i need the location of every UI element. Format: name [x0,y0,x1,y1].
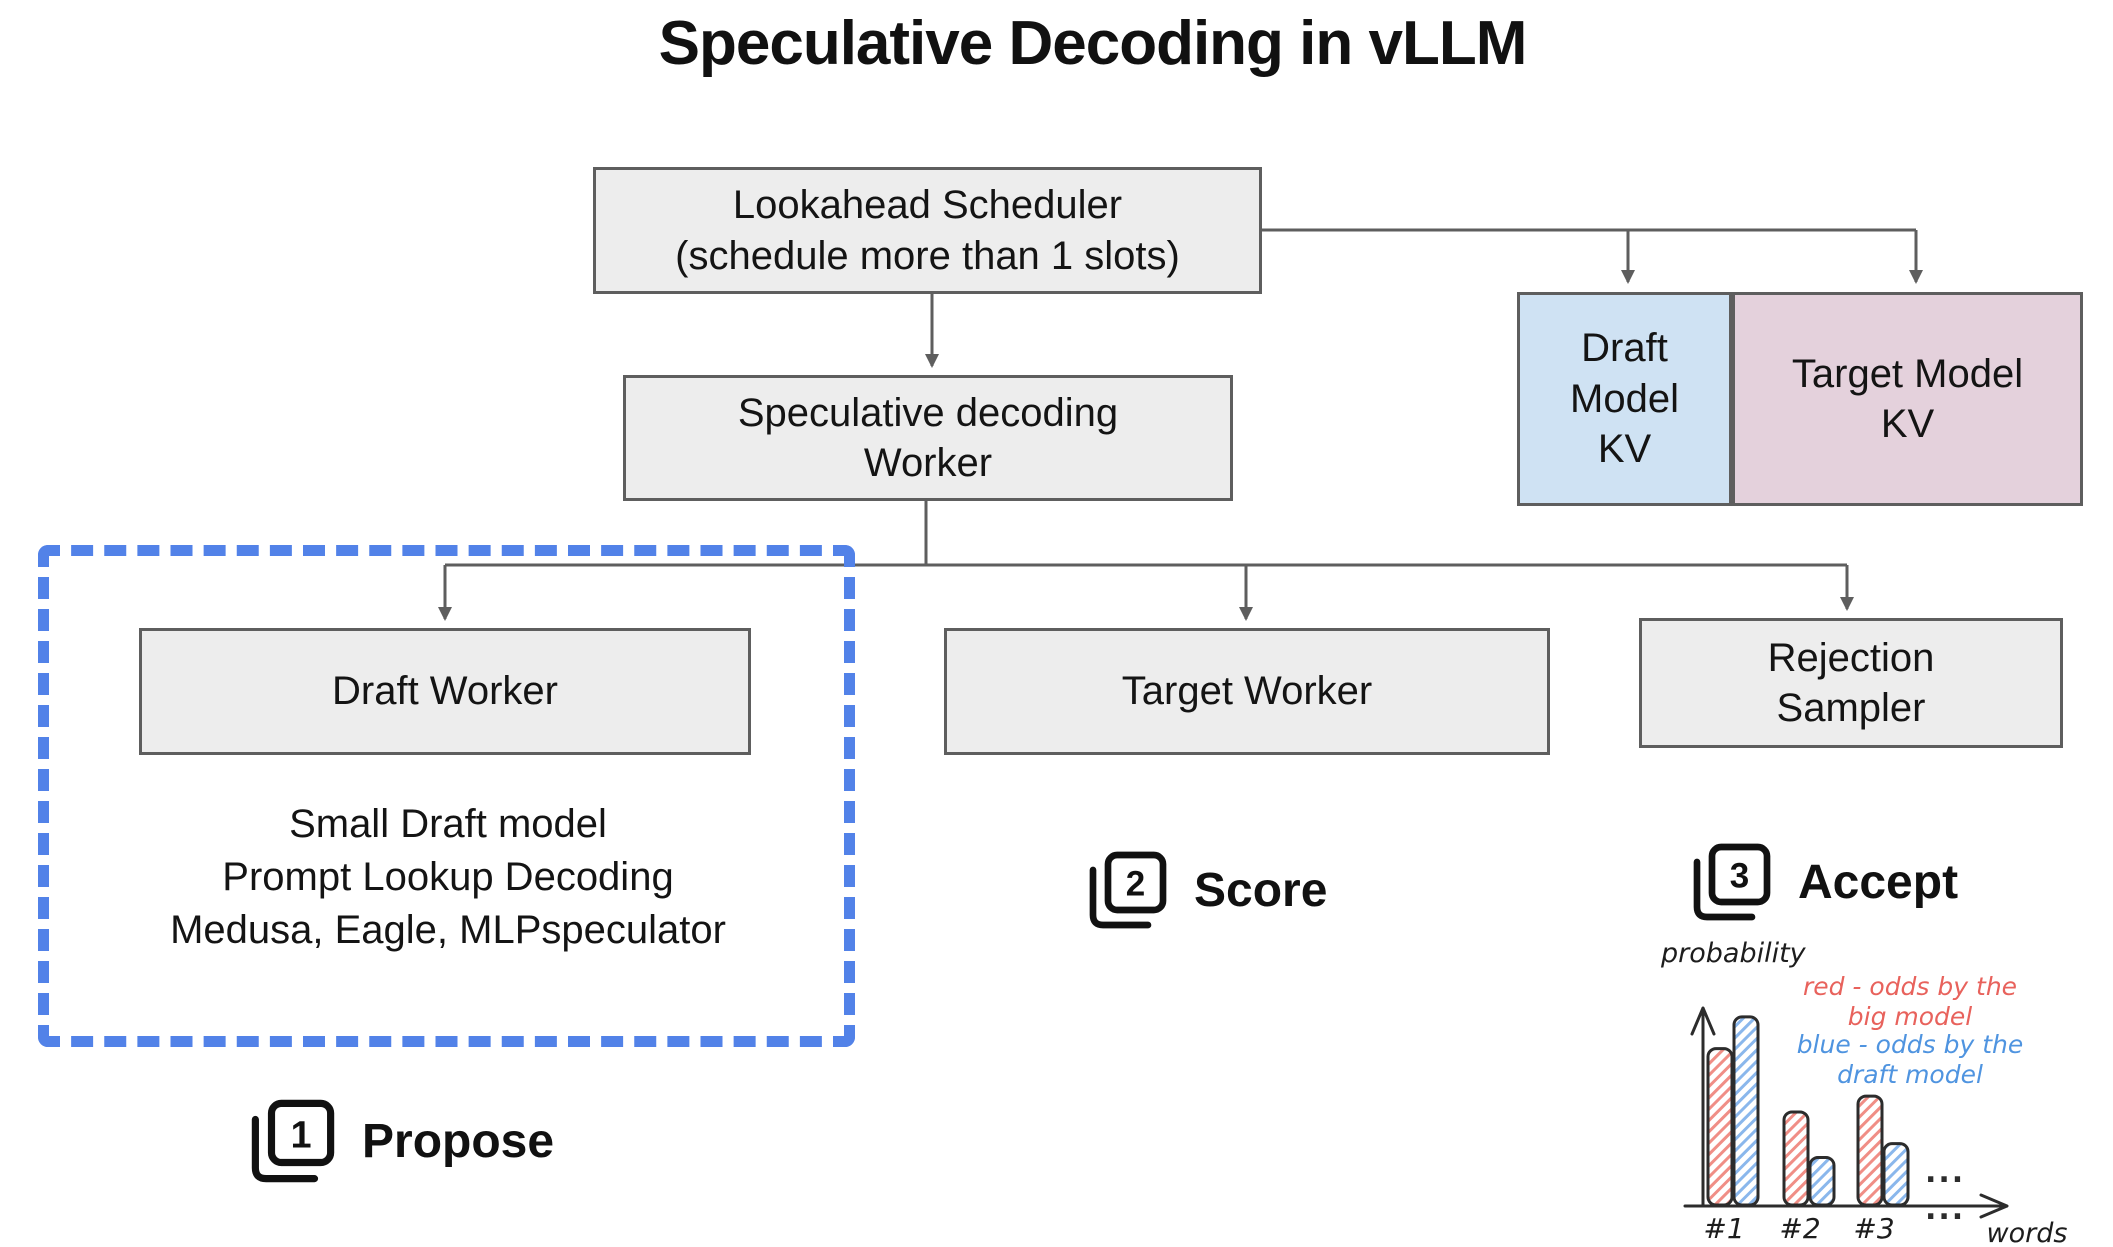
chart-ellipsis-upper: ... [1925,1155,1966,1190]
chart-bar [1782,1110,1810,1207]
node-draft-worker-label: Draft Worker [332,669,558,714]
chart-tick-label: #2 [1779,1212,1820,1245]
chart-legend-blue-line2: draft model [1837,1059,1983,1089]
node-target-worker-label: Target Worker [1121,669,1373,714]
step-accept-label: Accept [1798,855,1959,909]
chart-bar [1706,1047,1734,1207]
chart-legend-red: red - odds by the big model [1800,972,2020,1031]
node-rejection-sampler-line1: Rejection [1767,635,1935,680]
node-draft-model-kv-label: Draft Model KV [1570,326,1679,472]
step-1-number: 1 [291,1114,312,1156]
chart-legend-blue: blue - odds by the draft model [1795,1030,2025,1089]
chart-tick-label: #3 [1853,1212,1894,1245]
step-3-number: 3 [1730,857,1749,896]
chart-xlabel: words [1987,1218,2068,1247]
chart-tick-labels: #1 #2 #3 [1703,1212,1894,1245]
chart-bar [1856,1094,1884,1207]
draft-methods-list: Small Draft model Prompt Lookup Decoding… [48,798,848,958]
step-1-pages-icon: 1 [251,1099,335,1183]
node-target-model-kv: Target Model KV [1732,292,2083,506]
step-3-pages-icon: 3 [1693,843,1771,921]
node-target-worker: Target Worker [944,628,1550,755]
draft-method-item: Prompt Lookup Decoding [222,855,674,900]
step-2-number: 2 [1126,865,1145,904]
step-score: 2 Score [1088,850,1327,930]
chart-legend-red-line1: red - odds by the [1802,972,2018,1001]
step-accept: 3 Accept [1692,842,1958,922]
chart-ellipsis-lower: ... [1925,1192,1966,1227]
chart-bars [1706,1015,1910,1207]
chart-bar [1808,1155,1836,1207]
draft-method-item: Medusa, Eagle, MLPspeculator [170,908,726,953]
node-target-model-kv-label: Target Model KV [1791,351,2024,446]
page-title: Speculative Decoding in vLLM [658,9,1528,78]
node-lookahead-scheduler-line1: Lookahead Scheduler [732,183,1123,228]
chart-axes [1683,1006,2009,1219]
step-propose-label: Propose [362,1114,555,1168]
node-lookahead-scheduler: Lookahead Scheduler (schedule more than … [593,167,1262,294]
probability-bar-chart: #1 #2 #3 probability words [1660,940,2068,1247]
propose-region-outline [38,545,855,1047]
chart-legend-blue-line1: blue - odds by the [1796,1030,2024,1059]
step-2-pages-icon: 2 [1089,851,1167,929]
node-speculative-decoding-worker: Speculative decoding Worker [623,375,1233,501]
node-speculative-decoding-worker-line2: Worker [863,441,993,485]
node-draft-worker: Draft Worker [139,628,751,755]
chart-bar [1732,1015,1760,1207]
node-speculative-decoding-worker-line1: Speculative decoding [737,390,1119,435]
node-draft-model-kv: Draft Model KV [1517,292,1732,506]
draft-method-item: Small Draft model [289,802,607,846]
chart-ylabel: probability [1660,940,1807,969]
step-score-label: Score [1194,863,1328,917]
step-propose: 1 Propose [250,1098,554,1184]
chart-legend-red-line2: big model [1847,1001,1973,1031]
chart-tick-label: #1 [1703,1212,1744,1245]
chart-bar [1882,1142,1910,1207]
node-lookahead-scheduler-line2: (schedule more than 1 slots) [675,233,1180,278]
node-rejection-sampler-line2: Sampler [1776,686,1926,730]
node-rejection-sampler: Rejection Sampler [1639,618,2063,748]
